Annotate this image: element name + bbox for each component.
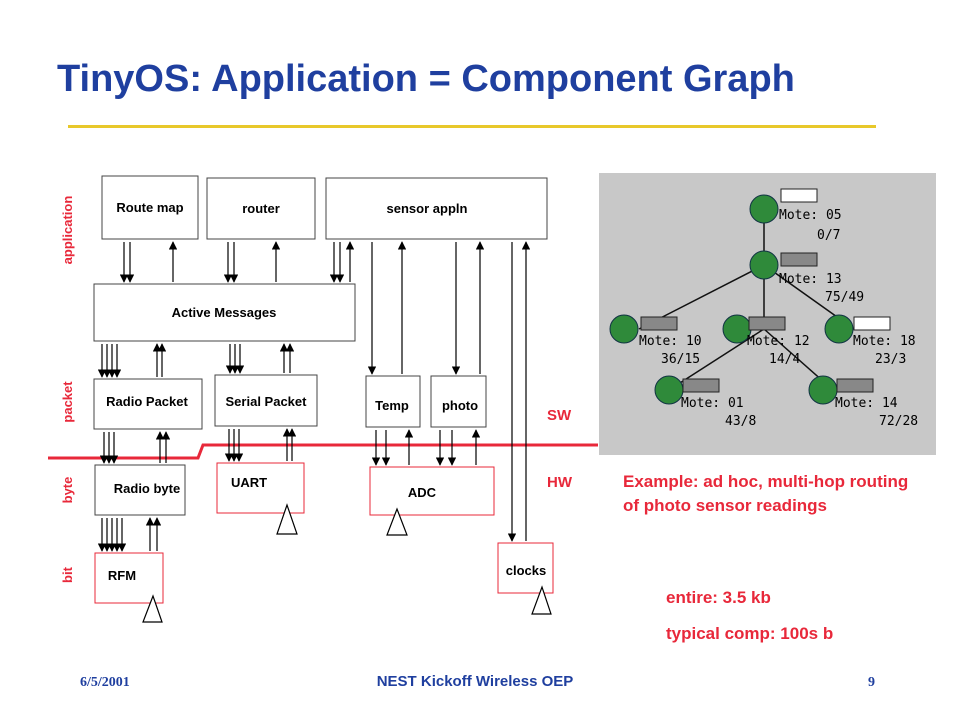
- active-messages-label: Active Messages: [172, 305, 277, 320]
- mote-node: Mote: 01 43/8: [654, 375, 756, 429]
- active-messages-box: [93, 283, 356, 342]
- mote-network-graph: Mote: 05 0/7 Mote: 13 75/49 Mote: 10 36/…: [609, 188, 918, 429]
- mote-stats: 36/15: [661, 352, 700, 367]
- layer-label-bit: bit: [60, 566, 75, 583]
- serial-packet-box: [214, 374, 318, 427]
- adc-box: [369, 466, 495, 516]
- route-map-label: Route map: [116, 200, 183, 215]
- example-caption: Example: ad hoc, multi-hop routing of ph…: [623, 472, 909, 515]
- clocks-hw-triangle: [531, 585, 552, 615]
- mote-stats: 0/7: [817, 228, 840, 243]
- sensor-appln-box: [325, 177, 548, 240]
- mote-stats: 43/8: [725, 414, 756, 429]
- uart-label: UART: [231, 475, 267, 490]
- component-arrows: [97, 241, 531, 552]
- mote-name: Mote: 01: [681, 396, 744, 411]
- mote-name: Mote: 18: [853, 334, 916, 349]
- photo-box: [430, 375, 487, 428]
- serial-packet-label: Serial Packet: [226, 394, 308, 409]
- rfm-box: [94, 552, 164, 604]
- layer-label-application: application: [60, 196, 75, 265]
- mote-stats: 75/49: [825, 290, 864, 305]
- layer-label-byte: byte: [60, 477, 75, 504]
- footer-title: NEST Kickoff Wireless OEP: [376, 673, 574, 690]
- title-underline: [68, 125, 876, 128]
- mote-node: Mote: 18 23/3: [824, 314, 916, 367]
- mote-name: Mote: 13: [779, 272, 842, 287]
- hardware-triangles: [142, 503, 552, 623]
- uart-hw-triangle: [276, 503, 298, 535]
- stat-entire: entire: 3.5 kb: [666, 588, 771, 607]
- temp-label: Temp: [375, 398, 409, 413]
- layer-label-packet: packet: [60, 381, 75, 423]
- page-number: 9: [868, 675, 875, 690]
- mote-name: Mote: 14: [835, 396, 898, 411]
- sensor-appln-label: sensor appln: [387, 201, 468, 216]
- stat-typical: typical comp: 100s b: [666, 624, 834, 643]
- sw-label: SW: [547, 407, 572, 424]
- router-label: router: [242, 201, 280, 216]
- mote-node: Mote: 12 14/4: [722, 314, 810, 367]
- network-screenshot-panel: Mote: 05 0/7 Mote: 13 75/49 Mote: 10 36/…: [599, 173, 936, 455]
- mote-stats: 14/4: [769, 352, 800, 367]
- mote-node: Mote: 05 0/7: [749, 188, 842, 243]
- radio-packet-box: [93, 378, 203, 430]
- adc-hw-triangle: [386, 507, 408, 536]
- slide-title: TinyOS: Application = Component Graph: [57, 58, 795, 100]
- route-map-box: [101, 175, 199, 240]
- mote-stats: 23/3: [875, 352, 906, 367]
- mote-name: Mote: 05: [779, 208, 842, 223]
- footer-date: 6/5/2001: [80, 675, 130, 690]
- mote-node: Mote: 14 72/28: [808, 375, 918, 429]
- radio-packet-label: Radio Packet: [106, 394, 188, 409]
- sw-hw-boundary: [48, 443, 598, 460]
- radio-byte-box: [94, 464, 186, 516]
- clocks-box: [497, 542, 554, 594]
- radio-byte-label: Radio byte: [114, 481, 180, 496]
- component-graph-diagram: application packet byte bit Route map ro…: [48, 175, 598, 623]
- mote-name: Mote: 10: [639, 334, 702, 349]
- mote-node: Mote: 10 36/15: [609, 314, 702, 367]
- photo-label: photo: [442, 398, 478, 413]
- mote-stats: 72/28: [879, 414, 918, 429]
- mote-node: Mote: 13 75/49: [749, 250, 864, 305]
- temp-box: [365, 375, 421, 428]
- router-box: [206, 177, 316, 240]
- hw-label: HW: [547, 474, 573, 491]
- adc-label: ADC: [408, 485, 437, 500]
- clocks-label: clocks: [506, 563, 546, 578]
- uart-box: [216, 462, 305, 514]
- mote-name: Mote: 12: [747, 334, 810, 349]
- rfm-label: RFM: [108, 568, 136, 583]
- rfm-hw-triangle: [142, 594, 163, 623]
